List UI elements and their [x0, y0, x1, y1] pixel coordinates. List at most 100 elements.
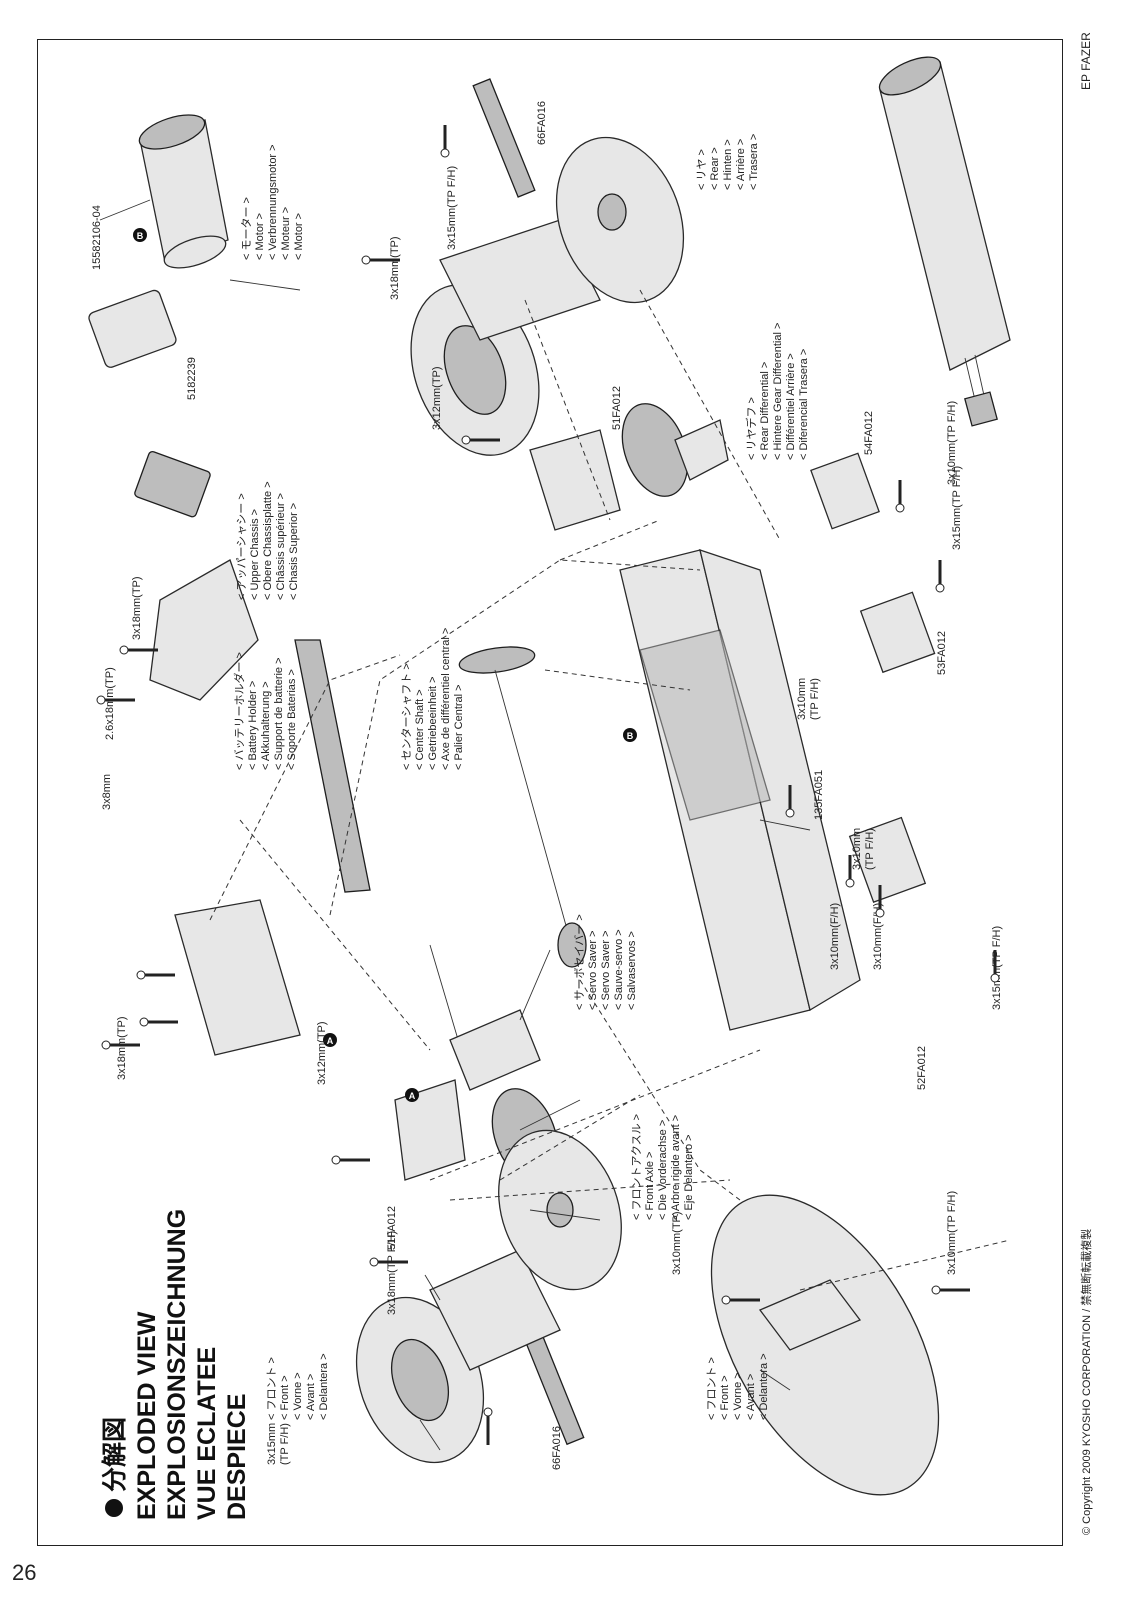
code-66-fa016-front: 66FA016	[551, 1426, 563, 1470]
svg-text:< Sauve-servo >: < Sauve-servo >	[613, 929, 625, 1010]
screw-icons	[96, 125, 1000, 1445]
svg-text:< Center Shaft >: < Center Shaft >	[414, 689, 426, 770]
svg-text:< フロント >: < フロント >	[706, 1357, 718, 1420]
screw-label: 3x18mm(TP)	[389, 236, 401, 300]
screw-label: 2.6x18mm(TP)	[104, 667, 116, 740]
screw-label: 3x10mm(TP)	[671, 1211, 683, 1275]
label-rear-diff: < リヤデフ > < Rear Differential > < Hintere…	[744, 323, 810, 460]
svg-text:< Rear >: < Rear >	[709, 147, 721, 190]
title-en: EXPLODED VIEW	[133, 1311, 161, 1520]
code-155-82106-04: 15582106-04	[91, 205, 103, 270]
label-upper-chassis: < アッパーシャシー > < Upper Chassis > < Obere C…	[235, 481, 300, 600]
screw-label: 3x18mm(TP)	[131, 576, 143, 640]
label-servo-saver: < サーボセイバー > < Servo Saver > < Servo Save…	[573, 914, 638, 1010]
code-66-fa016-rear: 66FA016	[536, 101, 548, 145]
title-block: 分解図 EXPLODED VIEW EXPLOSIONSZEICHNUNG VU…	[101, 1209, 251, 1520]
title-de: EXPLOSIONSZEICHNUNG	[163, 1209, 191, 1520]
label-center-shaft: < センターシャフト > < Center Shaft > < Getriebe…	[400, 628, 465, 770]
marker-b-1: B	[133, 228, 147, 242]
svg-text:< Châssis supérieur >: < Châssis supérieur >	[275, 493, 287, 600]
label-motor: < モーター > < Motor > < Verbrennungsmotor >…	[240, 144, 305, 260]
assembly-lines	[209, 289, 1011, 1291]
code-51-fa012-front: 51FA012	[386, 1206, 398, 1250]
svg-text:< フロント >: < フロント >	[266, 1357, 278, 1420]
svg-text:< モーター >: < モーター >	[240, 197, 253, 260]
svg-text:< Palier Central >: < Palier Central >	[453, 684, 465, 770]
svg-text:< Motor >: < Motor >	[293, 213, 305, 260]
front-assembly	[355, 1129, 622, 1464]
svg-text:< Motor >: < Motor >	[254, 213, 266, 260]
svg-text:< Upper Chassis >: < Upper Chassis >	[249, 509, 261, 600]
screw-label: 3x10mm	[796, 678, 808, 720]
svg-text:< Die Vorderachse >: < Die Vorderachse >	[657, 1120, 669, 1220]
svg-text:< Front Axle >: < Front Axle >	[644, 1152, 656, 1220]
screw-label: (TP F/H)	[809, 678, 821, 720]
plate-fa016-top	[472, 78, 536, 198]
screw-label: 3x10mm(F/H)	[872, 903, 884, 970]
svg-text:< フロントアクスル >: < フロントアクスル >	[630, 1114, 643, 1220]
screw-label: 3x10mm(TP F/H)	[946, 1191, 958, 1275]
marker-a-2: A	[405, 1088, 419, 1102]
screw-label: 3x12mm(TP)	[316, 1021, 328, 1085]
motor	[138, 114, 229, 269]
bracket-54	[810, 452, 880, 530]
svg-text:< Avant >: < Avant >	[745, 1374, 757, 1420]
svg-text:< Diferencial Trasera >: < Diferencial Trasera >	[798, 349, 810, 460]
screw-label: 3x18mm(TP F/H)	[386, 1231, 398, 1315]
svg-text:< Getriebeeinheit >: < Getriebeeinheit >	[427, 676, 439, 770]
model-name: EP FAZER	[1079, 32, 1093, 90]
rear-gearbox-top	[529, 429, 621, 531]
bumper-mount	[758, 1279, 862, 1351]
marker-b-label: B	[627, 731, 634, 741]
screw-label: 3x15mm	[266, 1423, 278, 1465]
svg-text:< リヤデフ >: < リヤデフ >	[744, 397, 758, 460]
svg-text:< Chasis Superior >: < Chasis Superior >	[288, 503, 300, 600]
main-chassis	[619, 549, 861, 1031]
upper-chassis	[149, 559, 259, 701]
label-front-wheels: < フロント > < Front > < Vorne > < Avant > <…	[266, 1353, 330, 1420]
svg-text:< Salvaservos >: < Salvaservos >	[626, 931, 638, 1010]
svg-text:< Servo Saver >: < Servo Saver >	[587, 931, 599, 1011]
svg-text:< Moteur >: < Moteur >	[280, 207, 292, 260]
svg-text:< Soporte Baterias >: < Soporte Baterias >	[286, 669, 298, 770]
svg-text:< アッパーシャシー >: < アッパーシャシー >	[235, 493, 248, 600]
marker-a-label: A	[327, 1036, 334, 1046]
battery-holder	[294, 639, 371, 893]
svg-text:< Avant >: < Avant >	[305, 1374, 317, 1420]
front-bumper	[710, 1194, 940, 1496]
code-54-fa012: 54FA012	[863, 411, 875, 455]
title-es: DESPIECE	[223, 1394, 251, 1520]
code-52-fa012: 52FA012	[916, 1046, 928, 1090]
svg-text:< Vorne >: < Vorne >	[732, 1372, 744, 1420]
svg-text:< センターシャフト >: < センターシャフト >	[400, 663, 413, 770]
svg-text:< Différentiel Arrière >: < Différentiel Arrière >	[785, 353, 797, 460]
marker-b-2: B	[623, 728, 637, 742]
receiver-box	[88, 289, 177, 368]
code-51-fa012-rear: 51FA012	[611, 386, 623, 430]
svg-text:< Support de batterie >: < Support de batterie >	[273, 657, 285, 770]
screw-label: 3x10mm	[851, 828, 863, 870]
screw-label: (TP F/H)	[279, 1423, 291, 1465]
svg-text:< Vorne >: < Vorne >	[292, 1372, 304, 1420]
esc-unit	[134, 450, 211, 518]
screw-label: 3x15mm(TP F/H)	[991, 926, 1003, 1010]
screw-label: 3x10mm(TP F/H)	[946, 401, 958, 485]
svg-text:< バッテリーホルダー >: < バッテリーホルダー >	[232, 652, 246, 770]
code-135-fa051: 135FA051	[813, 770, 825, 820]
bullet-icon	[105, 1499, 123, 1517]
svg-text:< Obere Chassisplatte >: < Obere Chassisplatte >	[262, 481, 274, 600]
svg-text:< サーボセイバー >: < サーボセイバー >	[573, 914, 586, 1010]
copyright: © Copyright 2009 KYOSHO CORPORATION / 禁無…	[1079, 1229, 1093, 1535]
screw-label: 3x15mm(TP F/H)	[446, 166, 458, 250]
label-battery-holder: < バッテリーホルダー > < Battery Holder > < Akkuh…	[232, 652, 298, 770]
battery-pack	[878, 56, 1011, 427]
svg-text:< Delantera >: < Delantera >	[758, 1353, 770, 1420]
rotated-labels: 分解図 EXPLODED VIEW EXPLOSIONSZEICHNUNG VU…	[91, 32, 1093, 1535]
svg-text:< Verbrennungsmotor >: < Verbrennungsmotor >	[267, 144, 279, 260]
svg-text:< Battery Holder >: < Battery Holder >	[247, 681, 259, 770]
screw-label: 3x12mm(TP)	[431, 366, 443, 430]
bracket-53	[859, 591, 936, 674]
leader-lines	[99, 199, 811, 1451]
front-gearbox	[394, 1079, 466, 1181]
